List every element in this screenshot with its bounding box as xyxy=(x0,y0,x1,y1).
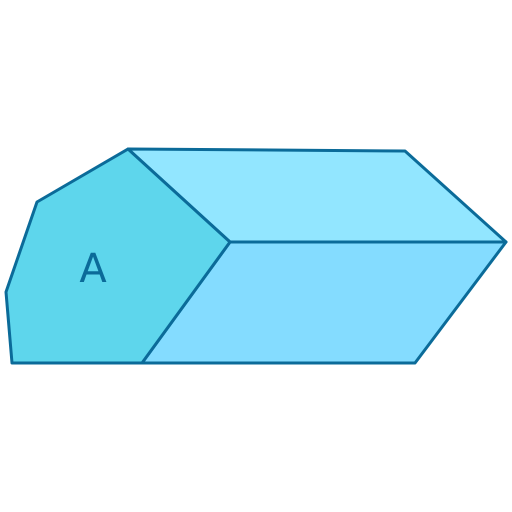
front-face xyxy=(4,147,232,365)
face-label: A xyxy=(79,246,107,292)
